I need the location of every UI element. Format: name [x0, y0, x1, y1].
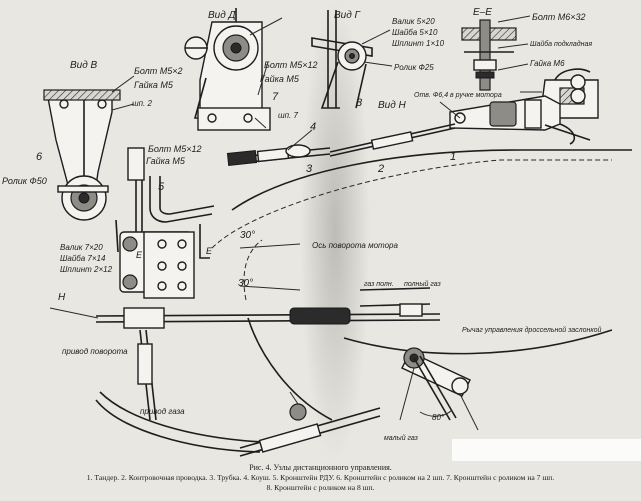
label-nut-m5-b: Гайка М5: [146, 156, 186, 166]
turn-push-rod: [49, 287, 441, 421]
label-e-left: Е: [136, 250, 143, 260]
label-full-gas: полный газ: [404, 280, 441, 288]
label-e-right: Е: [206, 246, 213, 256]
gas-drive-cable: [239, 391, 381, 457]
label-hole-note: Отв. Ф6,4 в ручке мотора: [414, 92, 502, 99]
throttle-lever: [399, 347, 479, 431]
callout-2: 2: [377, 163, 384, 175]
figure-caption: Рис. 4. Узлы дистанционного управления. …: [0, 463, 641, 493]
callout-4: 4: [310, 121, 316, 133]
label-bracket-2: шп. 2: [132, 99, 152, 108]
scan-blank-area: [452, 439, 641, 461]
label-view-g: Вид Г: [334, 10, 362, 21]
label-view-n: Вид Н: [378, 100, 407, 111]
label-nut-m5: Гайка М5: [134, 80, 174, 90]
label-angle-80: 80°: [432, 413, 445, 422]
tender-rod-assembly: [329, 95, 591, 157]
callout-7: 7: [272, 91, 279, 103]
view-g-roller-bracket: [311, 10, 393, 109]
label-roller-50: Ролик Ф50: [2, 176, 47, 186]
label-bracket-7: шп. 7: [278, 111, 298, 120]
label-section-ee: Е–Е: [473, 7, 492, 18]
label-pin-2-12: Шплинт 2×12: [60, 265, 113, 274]
tube-and-thimble: [226, 129, 331, 166]
caption-title: Рис. 4. Узлы дистанционного управления.: [249, 463, 392, 472]
label-washer-note: Шайба подкладная: [530, 40, 592, 48]
scan-fold-shadow: [300, 0, 370, 462]
callout-6: 6: [36, 151, 43, 163]
rdu-bracket: [115, 147, 215, 299]
label-bolt-m6-32: Болт М6×32: [532, 12, 586, 22]
label-gas-full-short: газ полн.: [364, 281, 394, 288]
label-angle-30-b: 30°: [238, 278, 253, 289]
label-washer-5-10: Шайба 5×10: [392, 28, 438, 37]
label-pin-1-10: Шплинт 1×10: [392, 39, 445, 48]
label-bolt-m5-2: Болт М5×2: [134, 66, 183, 76]
drawing-labels: Вид Д Вид Г Е–Е Вид В Вид Н Болт М5×2 Га…: [2, 7, 602, 442]
section-ee-clamp: [461, 15, 531, 91]
view-d-roller-bracket: [184, 8, 283, 131]
callout-3: 3: [306, 163, 313, 175]
label-washer-7-14: Шайба 7×14: [60, 254, 106, 263]
label-nut-m6: Гайка М6: [530, 59, 565, 68]
label-angle-30-a: 30°: [240, 230, 255, 241]
label-turn-lever: привод поворота: [62, 347, 128, 356]
label-view-h-letter: Н: [58, 292, 66, 303]
callout-8: 8: [356, 97, 363, 109]
motor-turn-arcs: [95, 149, 632, 453]
label-nut-m5-a: Гайка М5: [260, 74, 300, 84]
caption-parts-line: 1. Тандер. 2. Контровочная проводка. 3. …: [86, 473, 555, 482]
callout-5: 5: [158, 181, 165, 193]
label-shaft-5-20: Валик 5×20: [392, 17, 435, 26]
label-bolt-m5-12-b: Болт М5×12: [148, 144, 202, 154]
label-view-v: Вид В: [70, 60, 98, 71]
label-view-d: Вид Д: [208, 10, 236, 21]
label-bolt-m5-12-a: Болт М5×12: [264, 60, 318, 70]
label-gas-drive: привод газа: [140, 407, 185, 416]
callout-1: 1: [450, 151, 456, 163]
label-throttle-lever: Рычаг управления дроссельной заслонкой: [462, 326, 602, 334]
label-low-gas: малый газ: [384, 434, 419, 442]
label-roller-25: Ролик Ф25: [394, 63, 434, 72]
caption-parts-line-2: 8. Кронштейн с роликом на 8 шп.: [266, 483, 375, 492]
label-shaft-7-20: Валик 7×20: [60, 243, 103, 252]
label-motor-turn: Ось поворота мотора: [312, 241, 399, 250]
view-v-roller-bracket: [43, 75, 135, 221]
